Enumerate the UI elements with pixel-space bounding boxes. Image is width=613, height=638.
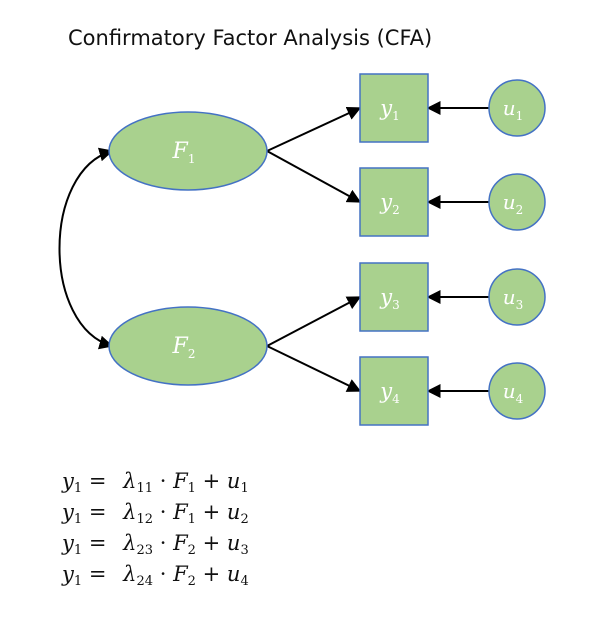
model-equations: y1 = λ11 · F1 + u1 y1 = λ12 · F1 + u2 y1… (62, 466, 249, 590)
eq-error-sub: 1 (240, 481, 249, 496)
node-y4: y4 (359, 356, 429, 426)
eq-coef: λ (123, 500, 137, 524)
indicator-box (359, 262, 429, 332)
eq-lhs: y (62, 562, 74, 586)
eq-factor: F (173, 500, 188, 524)
node-f2: F2 (108, 306, 268, 386)
node-f1: F1 (108, 111, 268, 191)
eq-factor: F (173, 531, 188, 555)
eq-lhs: y (62, 469, 74, 493)
eq-equals: = (88, 562, 107, 586)
eq-factor-sub: 2 (187, 543, 196, 558)
node-label-subscript: 1 (516, 109, 524, 123)
eq-coef: λ (123, 469, 137, 493)
eq-plus: + (202, 469, 221, 493)
latent-factor-ellipse (108, 306, 268, 386)
indicator-box (359, 73, 429, 143)
eq-equals: = (88, 531, 107, 555)
eq-factor-sub: 1 (187, 481, 196, 496)
node-label-subscript: 3 (392, 298, 400, 312)
node-label-subscript: 2 (516, 203, 524, 217)
eq-lhs: y (62, 500, 74, 524)
eq-coef-sub: 12 (136, 512, 153, 527)
eq-factor-sub: 2 (187, 574, 196, 589)
path-arrow-f2-y4 (266, 345, 362, 392)
eq-dot: · (159, 500, 167, 524)
indicator-box (359, 356, 429, 426)
node-label-subscript: 1 (392, 109, 400, 123)
eq-coef-sub: 23 (136, 543, 153, 558)
eq-error-sub: 3 (240, 543, 249, 558)
eq-equals: = (88, 500, 107, 524)
node-y2: y2 (359, 167, 429, 237)
eq-error-sub: 4 (240, 574, 249, 589)
eq-coef-sub: 24 (136, 574, 153, 589)
eq-lhs: y (62, 531, 74, 555)
eq-equals: = (88, 469, 107, 493)
node-u3: u3 (488, 268, 546, 326)
equation-row: y1 = λ23 · F2 + u3 (62, 528, 249, 559)
eq-error: u (226, 531, 241, 555)
eq-lhs-sub: 1 (73, 481, 83, 496)
error-term-circle (488, 173, 546, 231)
node-y3: y3 (359, 262, 429, 332)
node-label-subscript: 1 (188, 152, 196, 166)
equation-row: y1 = λ24 · F2 + u4 (62, 559, 249, 590)
eq-factor: F (173, 562, 188, 586)
eq-plus: + (202, 562, 221, 586)
eq-factor: F (173, 469, 188, 493)
covariance-arrow-f1-f2 (58, 147, 114, 350)
diagram-title: Confirmatory Factor Analysis (CFA) (68, 26, 433, 50)
node-label-subscript: 3 (516, 298, 524, 312)
eq-lhs-sub: 1 (73, 512, 83, 527)
indicator-box (359, 167, 429, 237)
eq-lhs-sub: 1 (73, 574, 83, 589)
eq-coef: λ (123, 531, 137, 555)
equation-row: y1 = λ11 · F1 + u1 (62, 466, 249, 497)
edges-layer (58, 101, 489, 398)
node-y1: y1 (359, 73, 429, 143)
path-arrow-f1-y1 (266, 106, 362, 152)
eq-error: u (226, 469, 241, 493)
node-label-subscript: 4 (392, 392, 400, 406)
node-u1: u1 (488, 79, 546, 137)
error-term-circle (488, 79, 546, 137)
eq-plus: + (202, 531, 221, 555)
eq-factor-sub: 1 (187, 512, 196, 527)
latent-factor-ellipse (108, 111, 268, 191)
node-u4: u4 (488, 362, 546, 420)
eq-dot: · (159, 531, 167, 555)
node-u2: u2 (488, 173, 546, 231)
node-label-subscript: 2 (392, 203, 400, 217)
node-label-subscript: 2 (188, 347, 196, 361)
eq-dot: · (159, 469, 167, 493)
path-arrow-f2-y3 (266, 296, 362, 347)
equation-row: y1 = λ12 · F1 + u2 (62, 497, 249, 528)
eq-dot: · (159, 562, 167, 586)
eq-error-sub: 2 (240, 512, 249, 527)
eq-lhs-sub: 1 (73, 543, 83, 558)
error-term-circle (488, 268, 546, 326)
eq-coef-sub: 11 (136, 481, 153, 496)
eq-error: u (226, 562, 241, 586)
eq-error: u (226, 500, 241, 524)
error-term-circle (488, 362, 546, 420)
path-arrow-f1-y2 (266, 150, 362, 203)
eq-coef: λ (123, 562, 137, 586)
eq-plus: + (202, 500, 221, 524)
node-label-subscript: 4 (516, 392, 524, 406)
